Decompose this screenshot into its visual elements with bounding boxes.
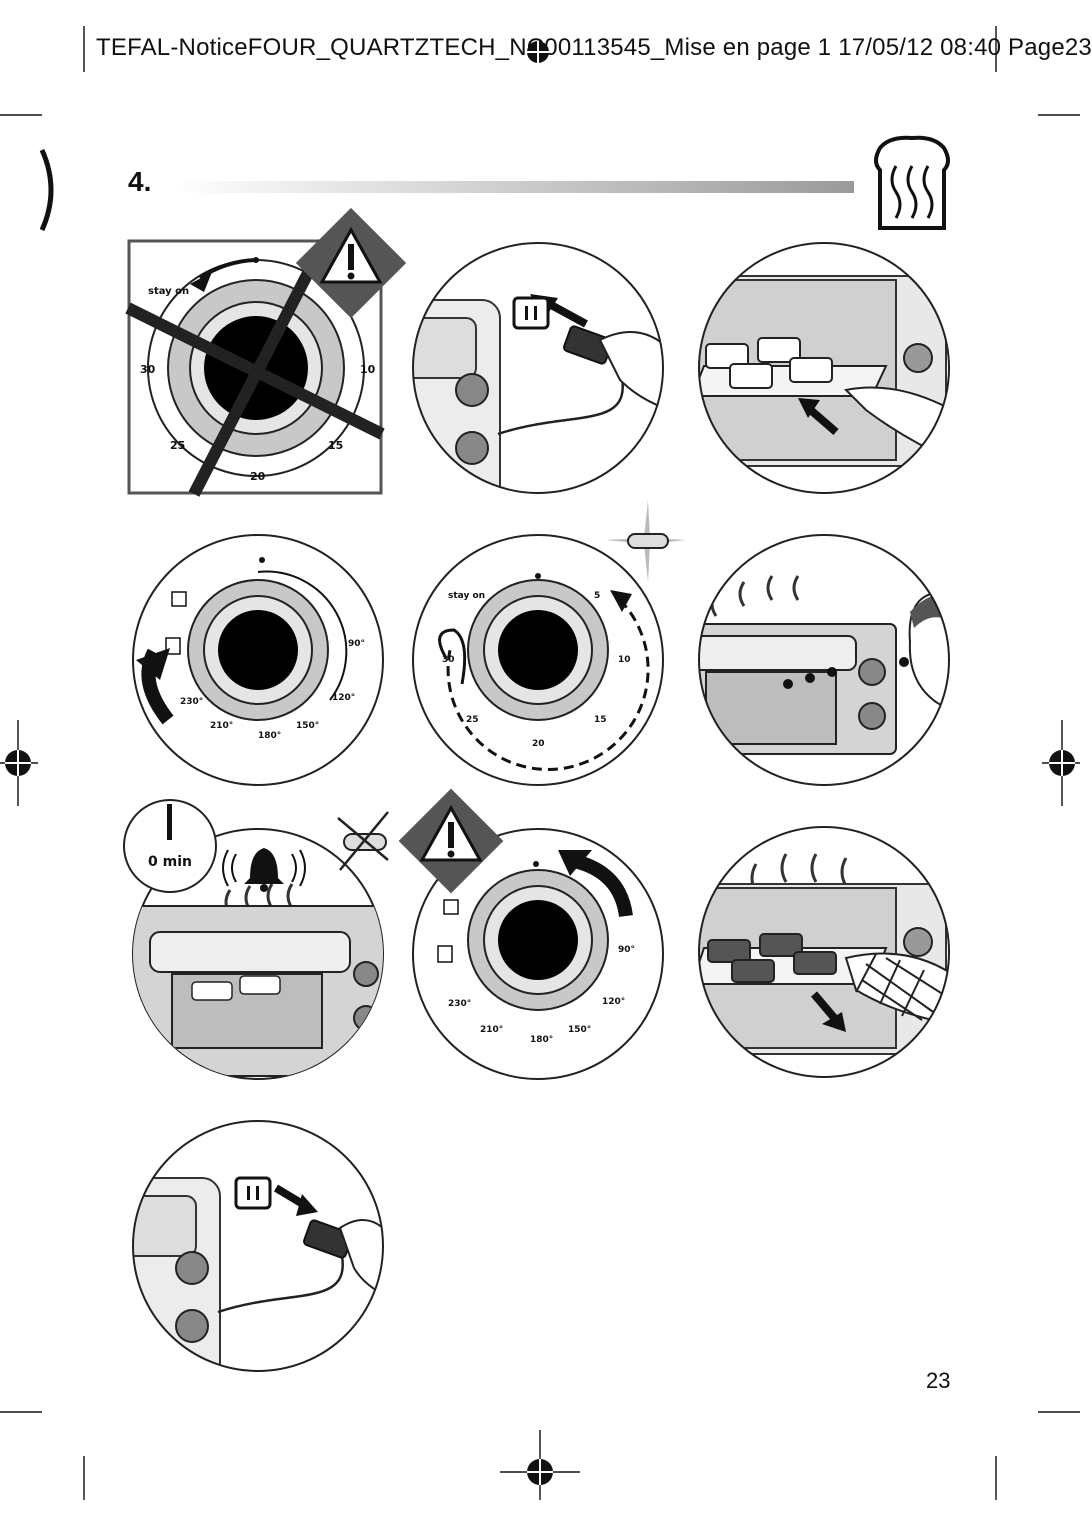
stay-on-label: stay on [148, 286, 189, 297]
temp2-mark-230: 230° [448, 999, 471, 1009]
timer-mark-10: 10 [618, 655, 631, 665]
temp-mark-150: 150° [296, 721, 319, 731]
watch-oven-panel [698, 534, 950, 786]
dial-mark-10: 10 [360, 363, 376, 376]
toast-mode-icon [165, 637, 181, 655]
temp-mark-210: 210° [210, 721, 233, 731]
timer-zero-icon: 0 min [123, 799, 217, 893]
registration-mark-bottom [527, 1459, 553, 1485]
step-bar [172, 181, 854, 193]
dial-mark-25: 25 [170, 439, 185, 452]
bell-icon [222, 848, 306, 892]
dial-mark-30: 30 [140, 363, 156, 376]
step-number: 4. [128, 166, 152, 197]
plug-socket-icon-2 [234, 1176, 272, 1210]
turn-off-dial-panel: 90° 120° 150° 180° 210° 230° [337, 788, 664, 1080]
insert-bread-panel [698, 242, 950, 494]
indicator-light-icon [606, 500, 686, 582]
temp-mark-120: 120° [332, 693, 355, 703]
unplug-panel [132, 1120, 384, 1372]
registration-mark-right [1049, 750, 1075, 776]
plug-in-panel [412, 242, 664, 494]
timer-mark-30: 30 [442, 655, 455, 665]
temp2-mark-180: 180° [530, 1035, 553, 1045]
timer-zero-label: 0 min [148, 854, 192, 870]
temperature-dial-panel: 90° 120° 150° 180° 210° 230° [132, 534, 384, 786]
timer-dial-panel: stay on 5 10 15 20 25 30 [412, 500, 686, 786]
page-edge-tab [39, 148, 54, 232]
page-number: 23 [926, 1368, 951, 1393]
timer-mark-25: 25 [466, 715, 479, 725]
temp2-mark-210: 210° [480, 1025, 503, 1035]
no-light-icon [337, 811, 389, 871]
timer-mark-20: 20 [532, 739, 545, 749]
timer-mark-15: 15 [594, 715, 607, 725]
registration-mark-left [5, 750, 31, 776]
stay-on-label-2: stay on [448, 591, 485, 601]
print-header: TEFAL-NoticeFOUR_QUARTZTECH_NC00113545_M… [96, 34, 1092, 61]
timer-end-panel: 0 min [123, 799, 384, 1080]
dial-mark-15: 15 [328, 439, 343, 452]
temp-mark-230: 230° [180, 697, 203, 707]
temp-mark-90: 90° [348, 639, 365, 649]
timer-mark-5: 5 [594, 591, 600, 601]
oven-icon [171, 591, 187, 607]
plug-socket-icon [512, 296, 550, 330]
toast-icon [874, 135, 950, 230]
crossed-timer-dial-panel: stay on 30 10 15 20 25 [125, 207, 407, 497]
temp-mark-180: 180° [258, 731, 281, 741]
temp2-mark-150: 150° [568, 1025, 591, 1035]
remove-toast-panel [698, 826, 950, 1078]
dial-mark-20: 20 [250, 470, 266, 483]
registration-mark-top [527, 41, 549, 63]
temp2-mark-120: 120° [602, 997, 625, 1007]
temp2-mark-90: 90° [618, 945, 635, 955]
